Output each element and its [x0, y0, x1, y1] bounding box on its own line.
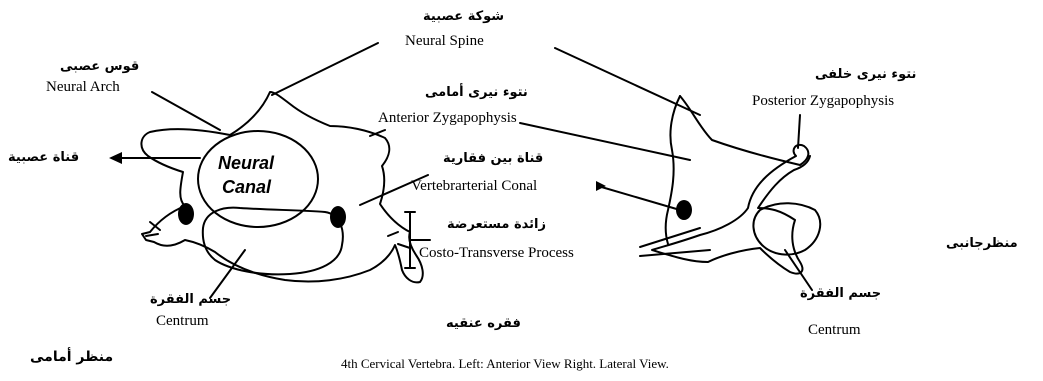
arrowhead-vertebrarterial: [596, 181, 606, 191]
figure-caption: 4th Cervical Vertebra. Left: Anterior Vi…: [341, 357, 669, 370]
costo-transverse-english: Costo-Transverse Process: [419, 246, 574, 261]
neural-spine-english: Neural Spine: [405, 34, 484, 49]
vertebrarterial-canal-english: Vertebrarterial Conal: [411, 179, 537, 194]
posterior-zygapophysis-english: Posterior Zygapophysis: [752, 94, 894, 109]
leader-neural-spine-right: [555, 48, 700, 115]
centrum-right-english: Centrum: [808, 323, 861, 338]
lateral-spine: [666, 96, 680, 244]
anterior-zygapophysis-english: Anterior Zygapophysis: [378, 111, 517, 126]
leader-anterior-zyg-right: [520, 123, 690, 160]
neural-arch-arabic: قوس عصبى: [60, 60, 139, 73]
arrowhead-neural-canal: [109, 152, 122, 164]
centrum-right-arabic: جسم الفقرة: [800, 287, 881, 300]
leader-costo-right-2: [640, 250, 710, 256]
anterior-zygapophysis-arabic: نتوء نيرى أمامى: [425, 86, 528, 99]
lateral-view-arabic: منظرجانبى: [946, 237, 1018, 250]
front-view-arabic: منظر أمامى: [30, 350, 113, 364]
leader-neural-arch: [152, 92, 220, 130]
lateral-centrum: [753, 203, 820, 254]
neural-canal-label-line2: Canal: [222, 178, 271, 196]
right-foramen: [330, 206, 346, 228]
vertebrarterial-canal-arabic: قناة بين فقارية: [443, 152, 543, 165]
cervical-vertebra-arabic: فقره عنقيه: [446, 317, 521, 330]
centrum-left-arabic: جسم الفقرة: [150, 293, 231, 306]
neural-canal-arabic: قناة عصبية: [8, 151, 79, 164]
right-transverse-process: [388, 232, 410, 248]
posterior-zygapophysis-arabic: نتوء نيرى خلفى: [815, 68, 916, 81]
neural-spine-arabic: شوكة عصبية: [423, 10, 504, 23]
lateral-foramen: [676, 200, 692, 220]
leader-neural-spine-left: [272, 43, 378, 95]
lateral-view-outline: [652, 96, 810, 274]
leader-centrum-right: [785, 250, 812, 290]
leader-vertebrarterial-right: [598, 186, 680, 210]
neural-canal-label-line1: Neural: [218, 154, 274, 172]
left-foramen: [178, 203, 194, 225]
leader-centrum-left: [210, 250, 245, 298]
leader-posterior-zyg: [798, 115, 800, 148]
centrum-left-english: Centrum: [156, 314, 209, 329]
neural-arch-english: Neural Arch: [46, 80, 120, 95]
costo-transverse-arabic: زائدة مستعرضة: [447, 218, 546, 231]
